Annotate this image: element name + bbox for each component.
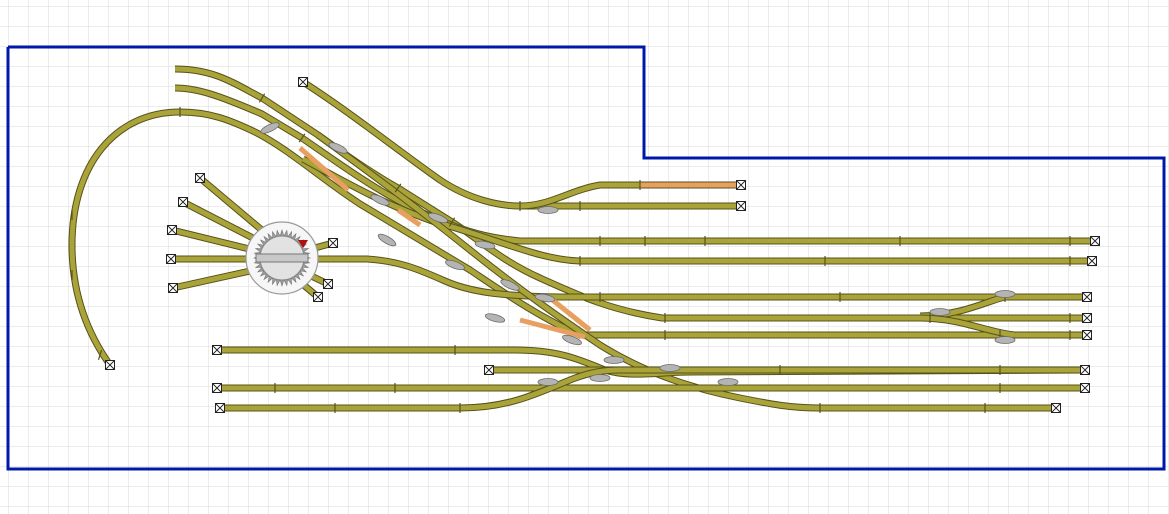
turnout-icon[interactable] (444, 258, 465, 271)
rail-joint (448, 217, 456, 227)
buffer-stop-icon[interactable] (1090, 236, 1100, 246)
turnout-icon[interactable] (603, 356, 625, 364)
buffer-stop-icon[interactable] (736, 180, 746, 190)
buffer-stop-icon[interactable] (212, 383, 222, 393)
highlight-section-2[interactable] (519, 317, 586, 340)
highlight-section-5[interactable] (396, 207, 422, 228)
turnout-icon[interactable] (659, 364, 681, 372)
rail-joint (258, 93, 266, 103)
track-3[interactable] (69, 109, 1087, 338)
turnout-icon[interactable] (259, 121, 280, 136)
turnout-icon[interactable] (994, 336, 1016, 344)
track-20[interactable] (220, 367, 621, 411)
turnout-icon[interactable] (327, 141, 348, 156)
buffer-stop-icon[interactable] (105, 360, 115, 370)
buffer-stop-icon[interactable] (1080, 365, 1090, 375)
turnout-icon[interactable] (717, 378, 739, 386)
rail-joint (394, 183, 402, 193)
buffer-stop-icon[interactable] (328, 238, 338, 248)
layout-boundary (6, 45, 1166, 471)
buffer-stop-layer (105, 77, 1100, 413)
buffer-stop-icon[interactable] (212, 345, 222, 355)
turnout-icon[interactable] (377, 232, 398, 248)
buffer-stop-icon[interactable] (1082, 292, 1092, 302)
track-16[interactable] (316, 132, 1056, 411)
turnout-icon[interactable] (589, 374, 611, 382)
turnout-icon[interactable] (537, 378, 559, 386)
track-5[interactable] (301, 79, 740, 209)
buffer-stop-icon[interactable] (1082, 330, 1092, 340)
turnout-icon[interactable] (474, 240, 496, 250)
track-22[interactable] (919, 315, 1016, 338)
track-4[interactable] (69, 244, 113, 367)
buffer-stop-icon[interactable] (1082, 313, 1092, 323)
turnout-icon[interactable] (537, 206, 559, 214)
turntable-bridge[interactable] (255, 253, 309, 263)
turnout-icon[interactable] (994, 290, 1016, 298)
turnout-icon[interactable] (427, 211, 448, 224)
buffer-stop-icon[interactable] (166, 254, 176, 264)
buffer-stop-icon[interactable] (168, 283, 178, 293)
buffer-stop-icon[interactable] (1087, 256, 1097, 266)
buffer-stop-icon[interactable] (178, 197, 188, 207)
buffer-stop-icon[interactable] (313, 292, 323, 302)
turnout-icon[interactable] (534, 293, 556, 303)
track-8[interactable] (171, 256, 1087, 300)
turntable-icon[interactable] (245, 221, 319, 295)
turnout-layer (259, 121, 1016, 386)
buffer-stop-icon[interactable] (167, 225, 177, 235)
highlight-section-1[interactable] (298, 146, 350, 192)
highlight-section-3[interactable] (548, 296, 592, 332)
rail-joint (97, 350, 103, 360)
turnout-icon[interactable] (499, 278, 520, 293)
buffer-stop-icon[interactable] (484, 365, 494, 375)
turnout-icon[interactable] (369, 193, 390, 208)
track-6[interactable] (519, 182, 740, 209)
direction-marker-icon (298, 240, 308, 248)
buffer-stop-icon[interactable] (1080, 383, 1090, 393)
buffer-stop-icon[interactable] (298, 77, 308, 87)
turnout-icon[interactable] (561, 333, 582, 346)
rail-joint (298, 133, 306, 143)
buffer-stop-icon[interactable] (1051, 403, 1061, 413)
buffer-stop-icon[interactable] (736, 201, 746, 211)
turnout-icon[interactable] (484, 312, 506, 324)
buffer-stop-icon[interactable] (195, 173, 205, 183)
buffer-stop-icon[interactable] (323, 279, 333, 289)
buffer-stop-icon[interactable] (215, 403, 225, 413)
turnout-icon[interactable] (929, 308, 951, 316)
